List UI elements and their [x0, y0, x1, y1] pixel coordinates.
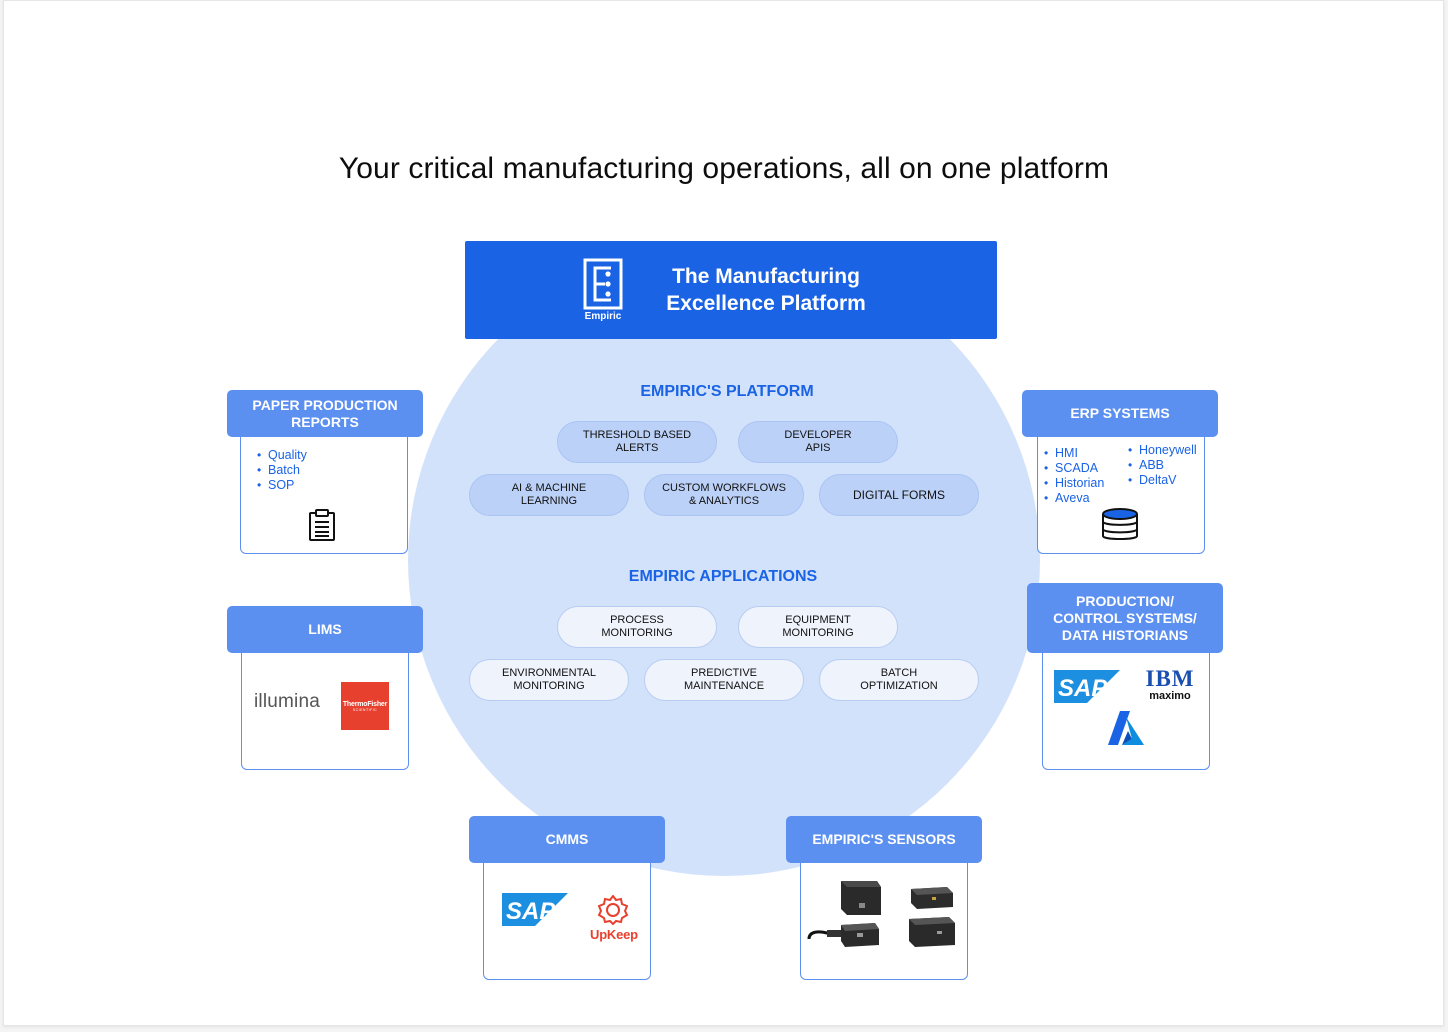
list-item: Aveva — [1044, 491, 1104, 506]
pill-line: EQUIPMENT — [785, 614, 851, 626]
card-paper-reports: Quality Batch SOP — [240, 433, 408, 554]
tab-sensors: EMPIRIC'S SENSORS — [786, 816, 982, 863]
pill-line: MAINTENANCE — [683, 680, 765, 692]
tab-erp: ERP SYSTEMS — [1022, 390, 1218, 437]
pill-line: CUSTOM WORKFLOWS — [662, 482, 786, 494]
list-item: Batch — [257, 463, 307, 478]
card-cmms: SAP UpKeep — [483, 860, 651, 980]
pill-line: BATCH — [880, 667, 918, 679]
ibm-text: IBM — [1145, 666, 1195, 691]
pill-line: & ANALYTICS — [688, 495, 760, 507]
pill-line: MONITORING — [513, 680, 585, 692]
card-sensors — [800, 860, 968, 980]
tab-production: PRODUCTION/ CONTROL SYSTEMS/ DATA HISTOR… — [1027, 583, 1223, 653]
tab-line: PAPER PRODUCTION — [252, 396, 398, 413]
tab-cmms: CMMS — [469, 816, 665, 863]
paper-items-list: Quality Batch SOP — [257, 448, 307, 493]
list-item: Honeywell — [1128, 443, 1197, 458]
gear-icon — [597, 895, 629, 925]
platform-circle — [408, 244, 1040, 876]
ibm-maximo-logo: IBM maximo — [1145, 666, 1195, 702]
platform-header: Empiric The Manufacturing Excellence Pla… — [465, 241, 997, 339]
tab-line: PRODUCTION/ — [1076, 592, 1174, 609]
list-item: Historian — [1044, 476, 1104, 491]
erp-items-right: Honeywell ABB DeltaV — [1128, 443, 1197, 488]
upkeep-logo: UpKeep — [590, 927, 638, 942]
tab-line: CONTROL SYSTEMS/ — [1053, 609, 1197, 626]
platform-section-label: EMPIRIC'S PLATFORM — [640, 383, 814, 400]
page-title: Your critical manufacturing operations, … — [338, 152, 1110, 185]
card-production: SAP IBM maximo — [1042, 650, 1210, 770]
list-item: SCADA — [1044, 461, 1104, 476]
pill-line: APIS — [805, 442, 831, 454]
pill-line: LEARNING — [520, 495, 578, 507]
list-item: ABB — [1128, 458, 1197, 473]
pill-line: AI & MACHINE — [511, 482, 587, 494]
pill-line: DEVELOPER — [784, 429, 852, 441]
sap-logo-text: SAP — [1058, 675, 1108, 702]
list-item: DeltaV — [1128, 473, 1197, 488]
pill-line: OPTIMIZATION — [860, 680, 938, 692]
pill-line: PROCESS — [610, 614, 664, 626]
thermofisher-logo: ThermoFisher SCIENTIFIC — [341, 682, 389, 730]
header-title: The Manufacturing Excellence Platform — [651, 263, 881, 317]
erp-items-left: HMI SCADA Historian Aveva — [1044, 446, 1104, 506]
thermofisher-logo-text: ThermoFisher — [342, 700, 388, 708]
database-icon — [1102, 508, 1138, 540]
sap-logo: SAP — [502, 893, 568, 926]
header-title-line1: The Manufacturing — [672, 265, 860, 288]
list-item: SOP — [257, 478, 307, 493]
thermofisher-logo-subtext: SCIENTIFIC — [352, 707, 378, 712]
pill-line: ENVIRONMENTAL — [502, 667, 596, 679]
list-item: Quality — [257, 448, 307, 463]
tab-lims: LIMS — [227, 606, 423, 653]
pill-custom-workflows: CUSTOM WORKFLOWS& ANALYTICS — [644, 474, 804, 516]
list-item: HMI — [1044, 446, 1104, 461]
card-erp: HMI SCADA Historian Aveva Honeywell ABB … — [1037, 433, 1205, 554]
header-title-line2: Excellence Platform — [666, 292, 866, 315]
applications-section-label: EMPIRIC APPLICATIONS — [628, 568, 818, 585]
pill-line: ALERTS — [615, 442, 659, 454]
pill-line: PREDICTIVE — [690, 667, 757, 679]
azure-icon — [1108, 711, 1144, 745]
clipboard-icon — [309, 509, 335, 541]
tab-line: REPORTS — [291, 413, 359, 430]
sensor-device-icon — [807, 881, 955, 947]
pill-line: DIGITAL FORMS — [852, 487, 945, 502]
sap-logo: SAP — [1054, 670, 1120, 703]
pill-digital-forms: DIGITAL FORMS — [819, 474, 979, 516]
empiric-logo-icon — [583, 258, 623, 310]
pill-line: THRESHOLD BASED — [582, 429, 692, 441]
illumina-logo: illumina — [254, 691, 321, 712]
logo-text: Empiric — [584, 311, 622, 322]
sap-logo-text: SAP — [506, 898, 556, 925]
maximo-text: maximo — [1149, 690, 1191, 702]
pill-line: MONITORING — [601, 627, 673, 639]
tab-line: DATA HISTORIANS — [1061, 626, 1189, 643]
card-lims: illumina ThermoFisher SCIENTIFIC — [241, 650, 409, 770]
pill-line: MONITORING — [782, 627, 854, 639]
